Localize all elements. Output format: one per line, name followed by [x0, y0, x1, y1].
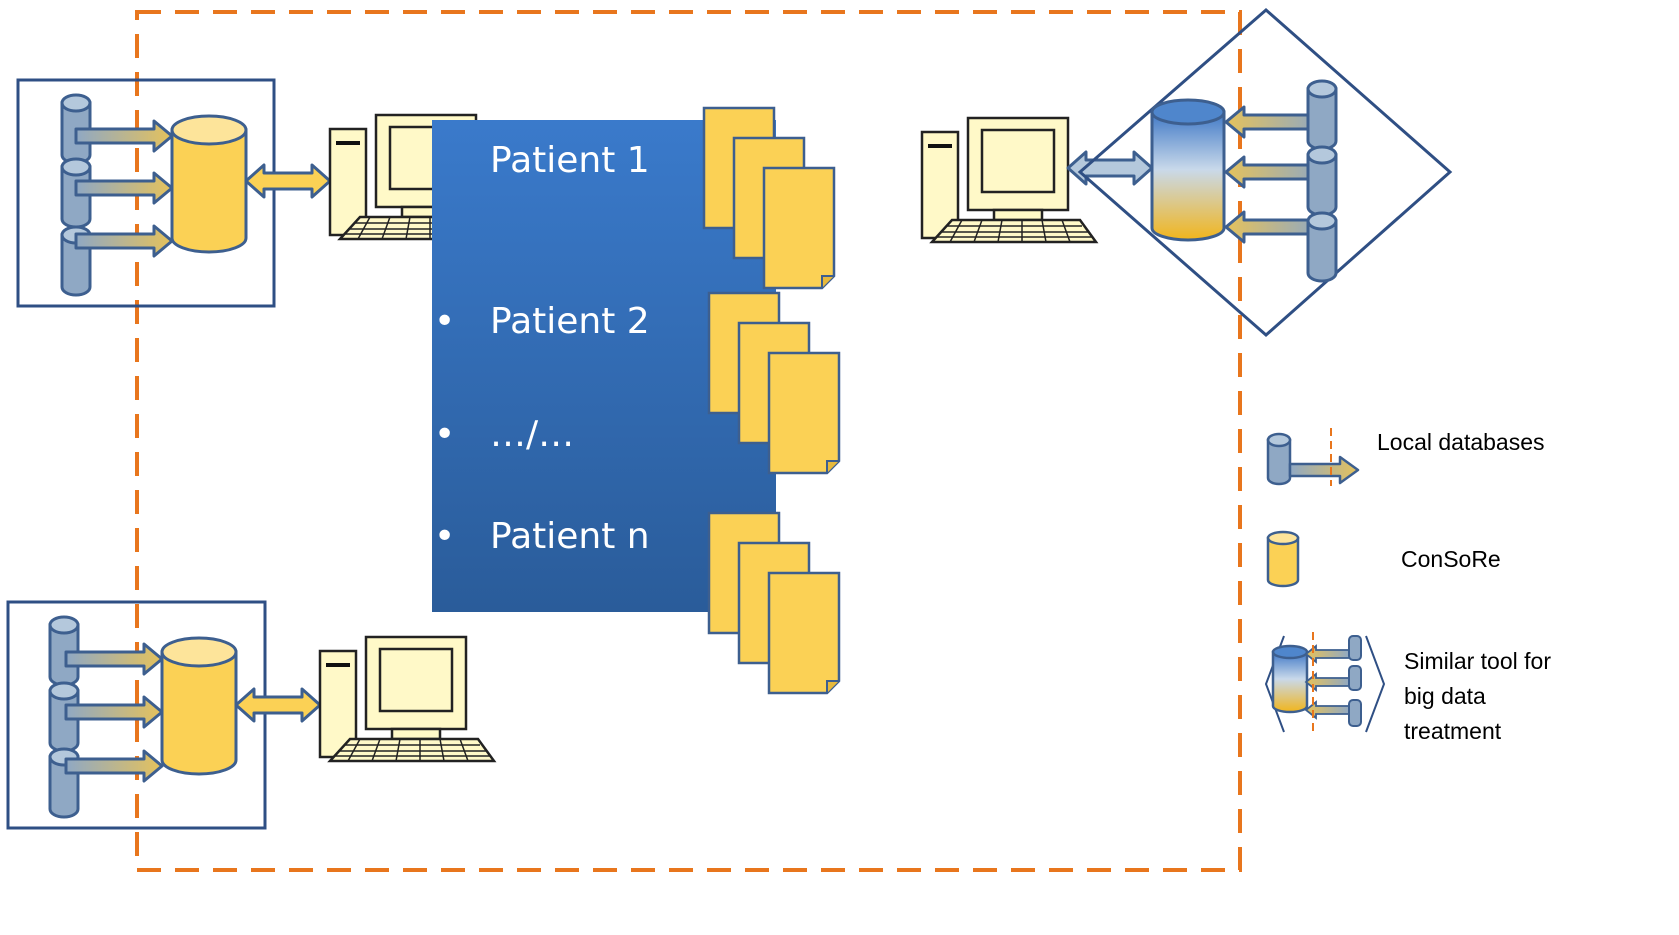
consore-cylinder-icon [170, 114, 248, 254]
legend-label-local-databases: Local databases [1377, 429, 1545, 455]
legend-big-data-icon [1264, 632, 1386, 736]
document-icon [762, 166, 836, 290]
local-db-icon [1306, 79, 1338, 151]
patient-item-n: Patient n [490, 516, 650, 557]
site-box-top-left [16, 78, 276, 308]
legend-consore-icon [1266, 530, 1300, 588]
bidirectional-arrow-icon [244, 163, 332, 199]
computer-icon [318, 635, 496, 763]
bidirectional-arrow-icon [1066, 150, 1154, 186]
big-data-tool [1077, 8, 1453, 337]
patient-item-2: Patient 2 [490, 301, 650, 342]
legend-label-consore: ConSoRe [1401, 546, 1501, 572]
legend-label-similar-tool-line1: Similar tool for [1404, 648, 1551, 674]
document-icon [767, 571, 841, 695]
arrow-icon [64, 749, 164, 783]
document-stack-n [707, 511, 841, 695]
patient-item-ellipsis: …/… [490, 414, 574, 455]
legend-local-db-icon [1266, 428, 1360, 486]
bullet: • [434, 414, 455, 455]
consore-cylinder-icon [160, 636, 238, 776]
legend-label-similar-tool-line3: treatment [1404, 718, 1502, 744]
local-db-icon [1306, 211, 1338, 283]
bidirectional-arrow-icon [234, 687, 322, 723]
dashed-boundary [135, 10, 1242, 872]
computer-icon [920, 116, 1098, 244]
bullet: • [434, 301, 455, 342]
arrow-icon [64, 642, 164, 676]
bullet: • [434, 516, 455, 557]
legend-label-similar-tool-line2: big data [1404, 683, 1486, 709]
arrow-icon [64, 695, 164, 729]
legend: Local databases ConSoRe Similar tool for… [1264, 428, 1551, 744]
patient-item-1: Patient 1 [490, 140, 650, 181]
local-db-icon [1306, 145, 1338, 217]
document-icon [767, 351, 841, 475]
site-box-bottom-left [6, 600, 267, 830]
big-data-cylinder-icon [1150, 98, 1226, 242]
